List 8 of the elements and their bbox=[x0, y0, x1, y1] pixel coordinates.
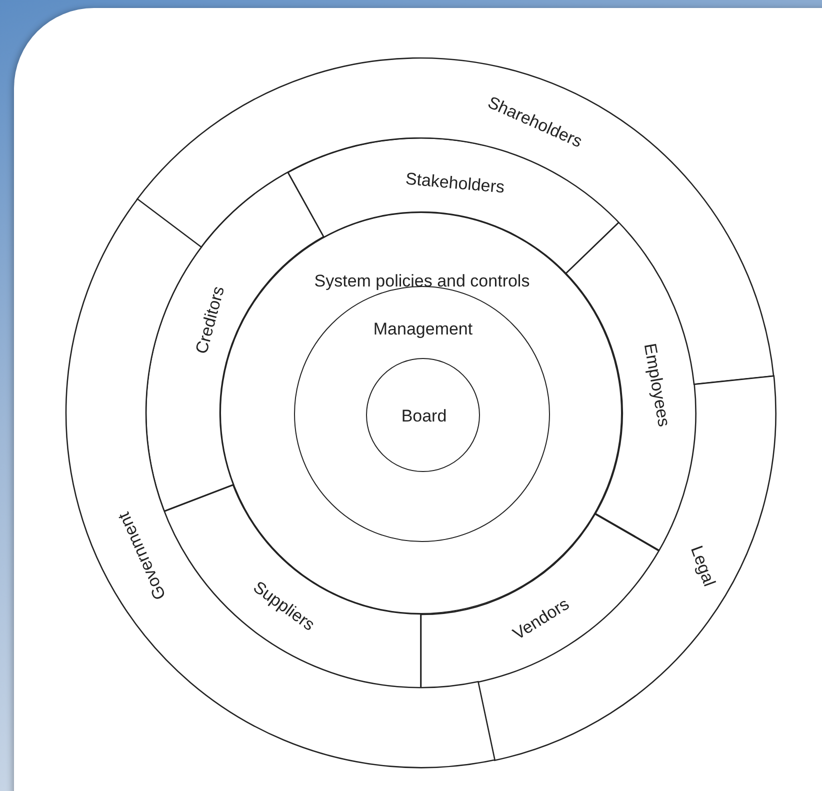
ring-label: Stakeholders bbox=[404, 170, 506, 196]
circle-layer bbox=[366, 358, 480, 472]
ring-label: Board bbox=[401, 408, 447, 424]
ring-label: Legal bbox=[688, 544, 718, 588]
ring-label: Creditors bbox=[192, 284, 228, 356]
ring-label: Management bbox=[373, 320, 473, 338]
ring-label: System policies and controls bbox=[314, 272, 530, 290]
ring-label: Employees bbox=[641, 342, 673, 428]
